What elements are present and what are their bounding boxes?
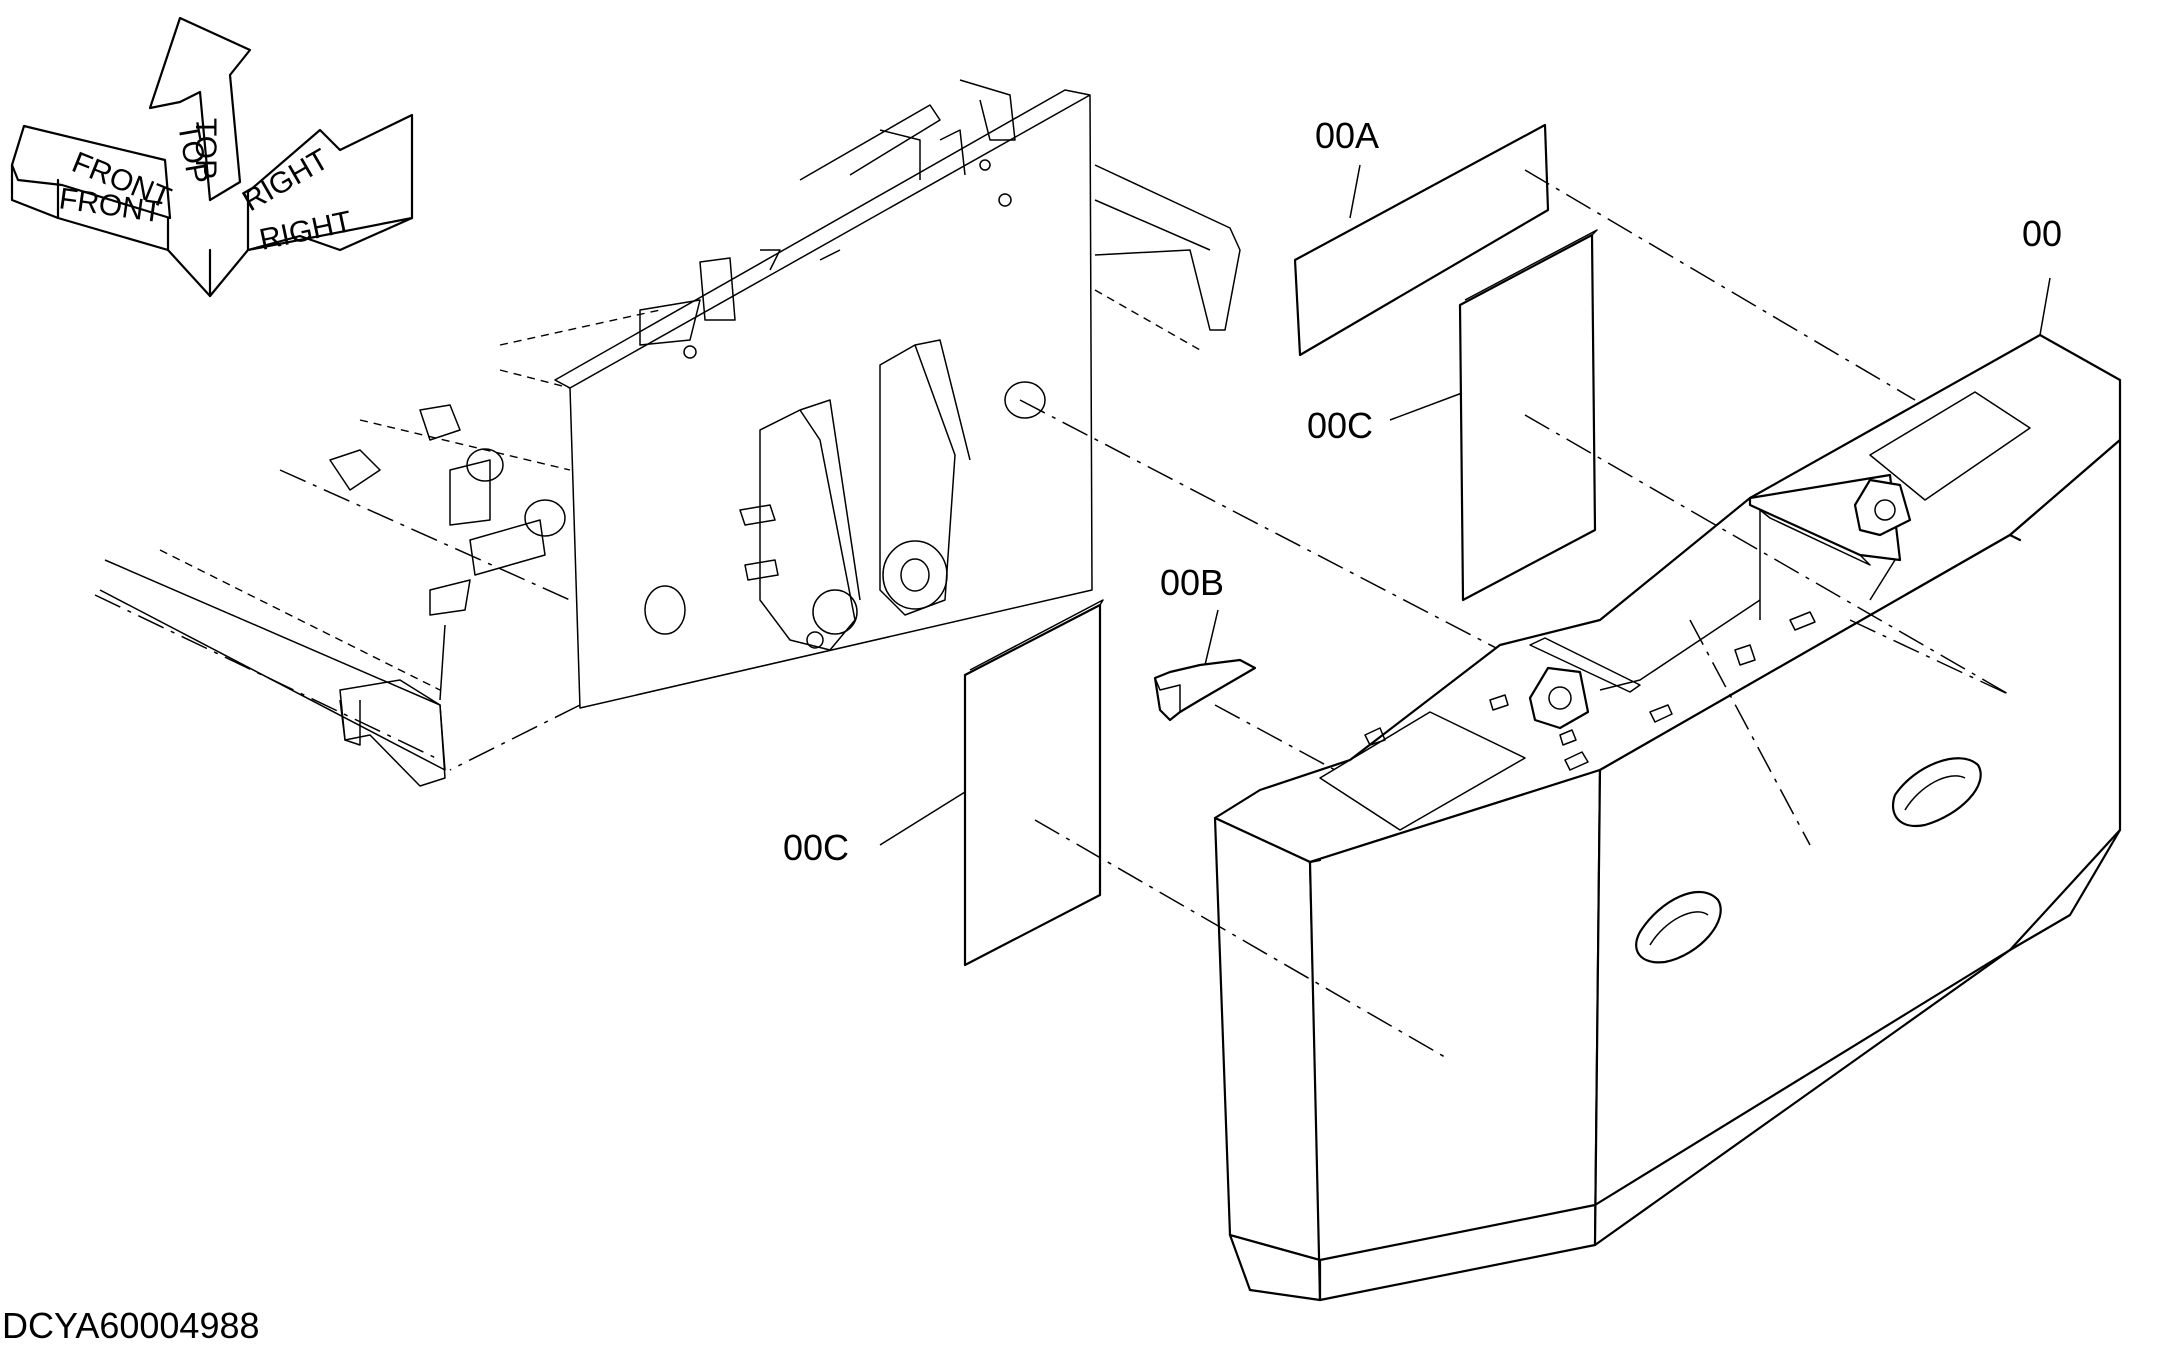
counterweight-body bbox=[1213, 333, 2122, 1302]
lifting-eye-icon bbox=[1528, 666, 1590, 730]
pivot-pin-icon bbox=[882, 540, 948, 610]
callout-00B: 00B bbox=[1160, 562, 1224, 603]
part-00C-lower-plate bbox=[963, 599, 1104, 967]
callout-00A: 00A bbox=[1315, 115, 1379, 156]
plate-hole-icon bbox=[1004, 381, 1046, 419]
callout-00C-upper: 00C bbox=[1307, 405, 1373, 446]
orientation-indicator: TOP TOP FRONT FRONT RIGHT RIGHT bbox=[10, 16, 414, 298]
plate-hole-icon bbox=[644, 585, 686, 635]
handle-slot-icon bbox=[1635, 890, 1722, 964]
part-00C-upper-plate bbox=[1458, 229, 1598, 602]
part-00A-plate bbox=[1293, 123, 1550, 357]
machine-frame bbox=[94, 79, 1501, 787]
lifting-eye-icon bbox=[1853, 478, 1912, 537]
drawing-id: DCYA60004988 bbox=[2, 1305, 260, 1345]
part-00B-bracket bbox=[1153, 658, 1257, 722]
callout-leaders bbox=[879, 164, 2051, 846]
callout-00: 00 bbox=[2022, 213, 2062, 254]
top-plate-front bbox=[1319, 711, 1526, 831]
callout-00C-lower: 00C bbox=[783, 827, 849, 868]
assembly-lines bbox=[1034, 169, 2011, 1061]
top-label-outline: TOP bbox=[189, 118, 222, 179]
top-plate-rear bbox=[1869, 391, 2031, 501]
right-label-outline: RIGHT bbox=[237, 143, 334, 218]
pivot-pin-icon bbox=[812, 589, 858, 635]
